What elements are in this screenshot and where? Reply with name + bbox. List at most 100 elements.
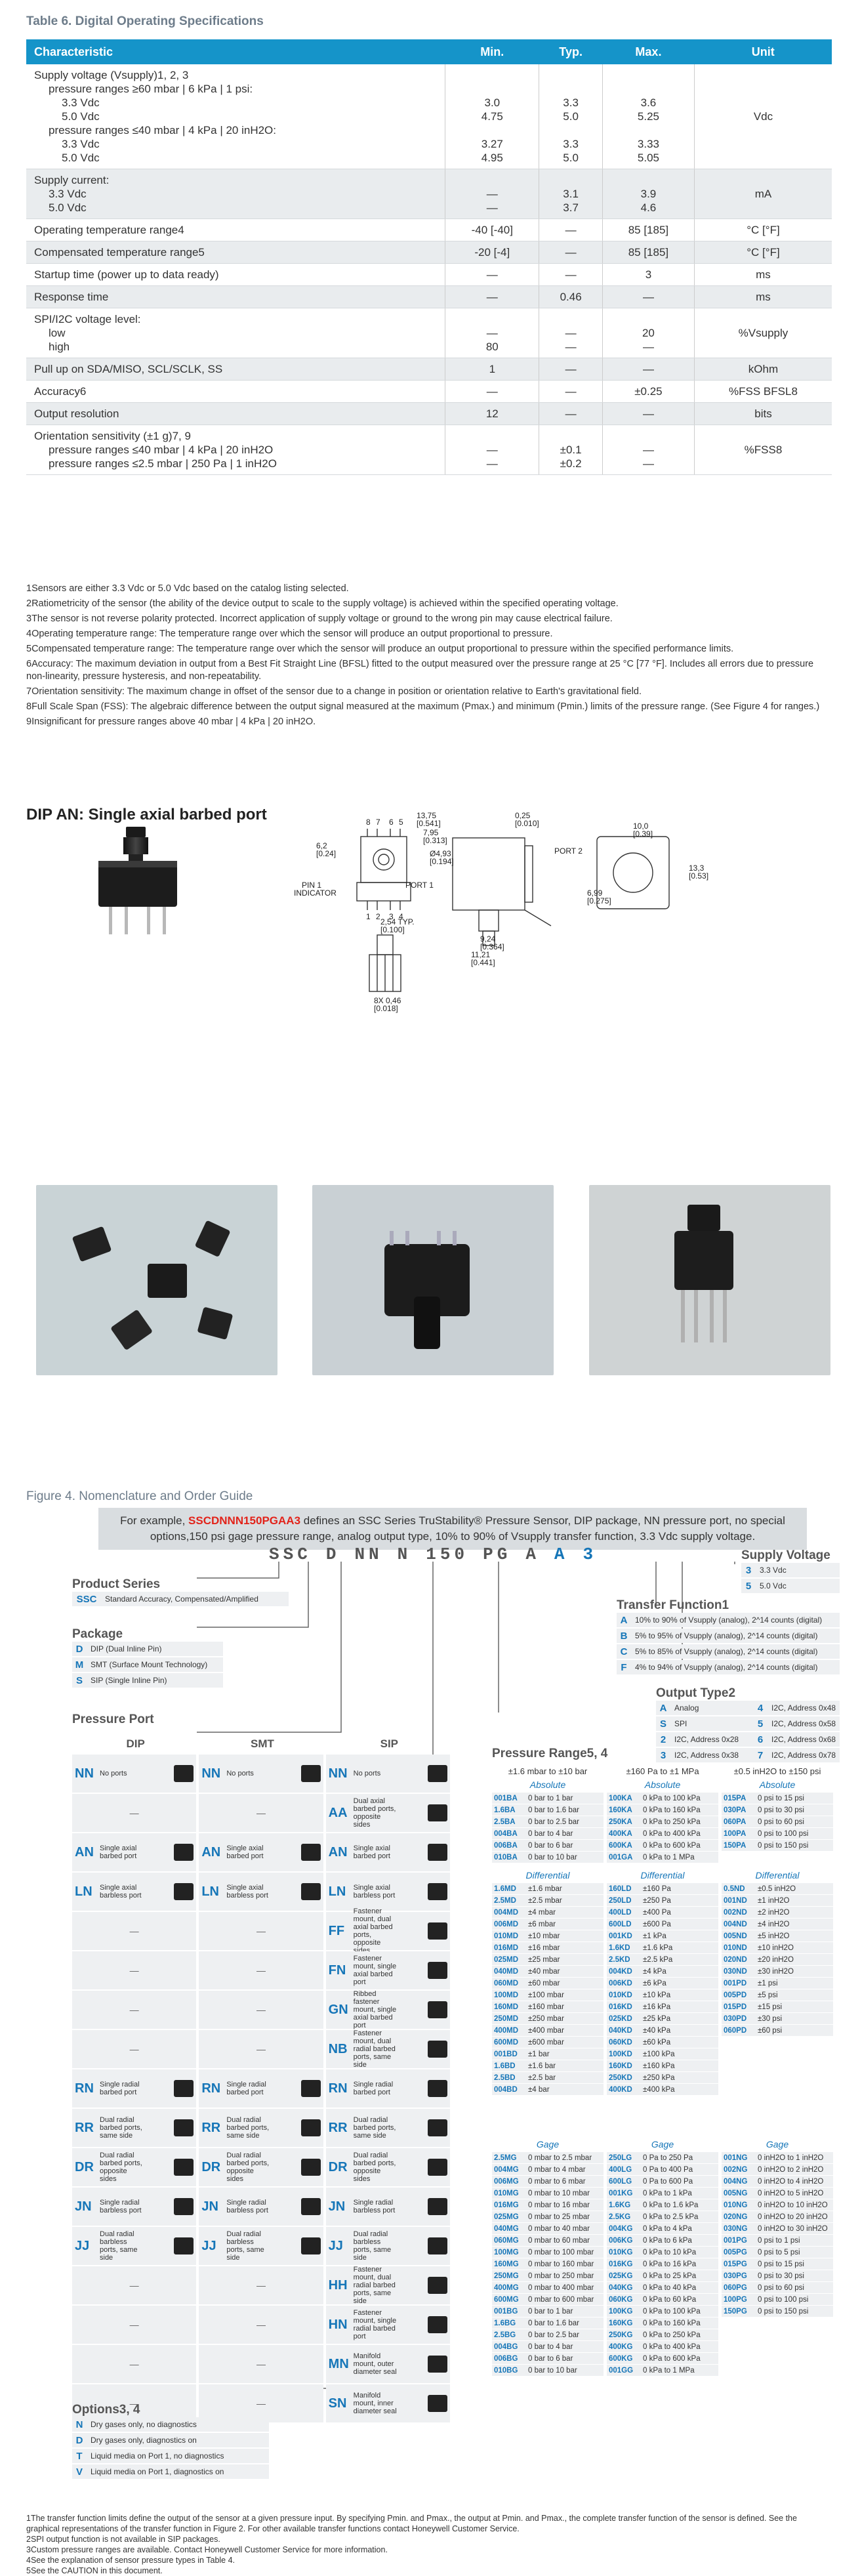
range-code: 1.6MD <box>494 1884 516 1893</box>
range-row: 004ND±4 inH2O <box>722 1919 833 1930</box>
range-code: 2.5BA <box>494 1818 516 1826</box>
range-value: 0 mbar to 10 mbar <box>528 2189 590 2197</box>
range-value: ±2.5 mbar <box>528 1896 562 1905</box>
sensor-product-image <box>98 827 177 934</box>
spec-characteristic-line: pressure ranges ≤2.5 mbar | 250 Pa | 1 i… <box>49 457 277 470</box>
range-title: Pressure Range5, 4 <box>492 1747 608 1760</box>
spec-min-value <box>453 312 531 326</box>
range-code: 016MD <box>494 1943 519 1952</box>
dimension-label: 13,75 <box>417 811 436 820</box>
range-code: 100PA <box>724 1829 747 1838</box>
port-cell: — <box>199 1794 323 1832</box>
dimension-label: 8X 0,46 <box>374 996 401 1005</box>
port-chip-icon <box>427 2198 447 2215</box>
port-code: RN <box>201 2081 221 2096</box>
spec-max: 20— <box>602 308 695 358</box>
option-code: 7 <box>757 1749 764 1761</box>
range-row: 0.5ND±0.5 inH2O <box>722 1883 833 1894</box>
range-code: 100KG <box>609 2307 633 2316</box>
spec-max-value: 3.6 <box>640 96 657 109</box>
option-code: N <box>75 2419 83 2430</box>
spec-typ: — <box>539 402 603 425</box>
port-desc: Dual radial barbed ports, opposite sides <box>226 2151 270 2183</box>
option-desc: SMT (Surface Mount Technology) <box>91 1660 208 1669</box>
range-code: 015PA <box>724 1794 747 1802</box>
spec-unit: °C [°F] <box>694 241 832 264</box>
port-chip-icon <box>427 1883 447 1900</box>
spec-footnote: 8Full Scale Span (FSS): The algebraic di… <box>26 701 820 712</box>
option-desc: 5% to 85% of Vsupply (analog), 2^14 coun… <box>635 1647 818 1656</box>
option-code: A <box>659 1702 667 1714</box>
spec-characteristic-line: Startup time (power up to data ready) <box>34 268 219 281</box>
range-value: 0 kPa to 1 MPa <box>643 1853 695 1861</box>
dimension-label: 6,2 <box>316 841 327 850</box>
range-code: 004MD <box>494 1908 519 1917</box>
option-code: A <box>620 1614 628 1626</box>
port-dash: — <box>129 2398 139 2409</box>
range-code: 040KD <box>609 2026 632 2035</box>
port-cell: — <box>199 2345 323 2383</box>
range-value: ±4 kPa <box>643 1967 666 1976</box>
range-code: 001NG <box>724 2153 748 2162</box>
port-chip-icon <box>174 2237 194 2254</box>
port-chip-icon <box>427 2277 447 2294</box>
range-value: ±60 psi <box>758 2026 782 2035</box>
range-code: 160LD <box>609 1884 632 1893</box>
range-code: 250LG <box>609 2153 632 2162</box>
port-chip-icon <box>427 2080 447 2097</box>
range-value: ±5 psi <box>758 1991 778 1999</box>
range-value: ±1 bar <box>528 2050 550 2058</box>
range-value: 0 kPa to 1 kPa <box>643 2189 692 2197</box>
range-code: 010MD <box>494 1932 519 1940</box>
range-value: 0 kPa to 10 kPa <box>643 2248 697 2256</box>
figure-note: 5See the CAUTION in this document. <box>26 2566 163 2575</box>
spec-typ-value: — <box>565 341 577 353</box>
range-code: 004KG <box>609 2224 633 2233</box>
range-value: 0 kPa to 40 kPa <box>643 2283 697 2292</box>
range-value: 0 Pa to 400 Pa <box>643 2165 693 2174</box>
range-row: 400MD±400 mbar <box>492 2025 604 2036</box>
range-value: 0 bar to 2.5 bar <box>528 2331 579 2339</box>
range-code: 001BA <box>494 1794 518 1802</box>
port-chip-icon <box>427 1765 447 1782</box>
port-dash: — <box>256 1808 266 1818</box>
range-value: 0 bar to 10 bar <box>528 2366 577 2375</box>
range-value: 0 bar to 1 bar <box>528 2307 573 2316</box>
port-cell: — <box>199 1912 323 1950</box>
port-code: JN <box>201 2199 218 2214</box>
range-section-head: Gage <box>766 2139 789 2150</box>
spec-max: 85 [185] <box>602 241 695 264</box>
range-code: 006KD <box>609 1979 632 1987</box>
range-code: 004KD <box>609 1967 632 1976</box>
spec-characteristic-line: 3.3 Vdc <box>62 96 100 109</box>
dimension-label: [0.24] <box>316 849 336 858</box>
range-value: ±15 psi <box>758 2003 782 2011</box>
